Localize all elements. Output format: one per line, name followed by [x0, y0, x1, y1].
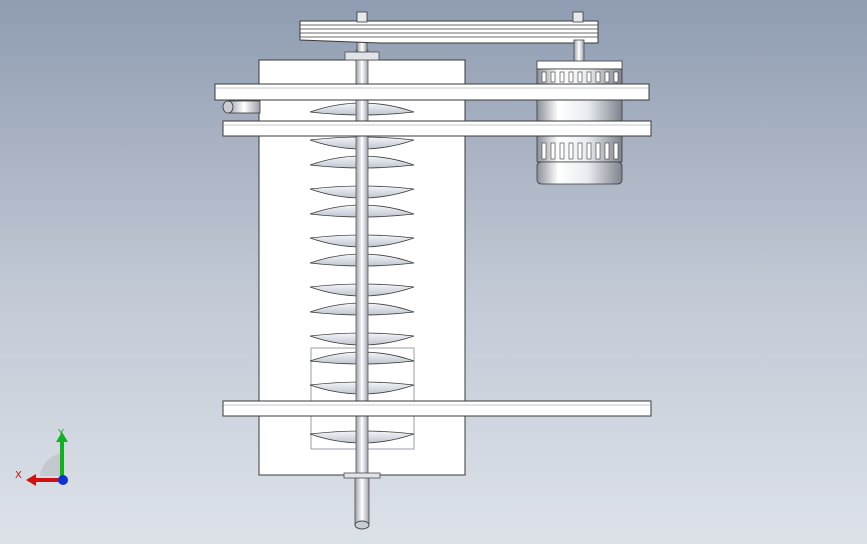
frame-bar-bottom[interactable]	[222, 400, 652, 417]
motor-cooling-fin	[586, 71, 592, 83]
frame-bar-top[interactable]	[214, 83, 650, 101]
reference-triad: Y X	[15, 428, 68, 486]
motor-cooling-fin	[550, 142, 556, 160]
motor-cooling-fin	[568, 142, 574, 160]
frame-bar-middle[interactable]	[222, 120, 652, 137]
triad-z-axis	[58, 475, 68, 485]
motor-cooling-fin	[595, 71, 601, 83]
motor-cooling-fin	[541, 71, 547, 83]
triad-y-label: Y	[57, 428, 65, 439]
motor-cooling-fin	[559, 71, 565, 83]
triad-x-label: X	[15, 470, 22, 481]
bottom-shaft-end	[354, 520, 370, 530]
motor-cooling-fin	[613, 71, 619, 83]
top-bearing	[344, 51, 380, 61]
motor-cooling-fin	[559, 142, 565, 160]
motor-cooling-fin	[613, 142, 619, 160]
inlet-pipe[interactable]	[222, 100, 261, 114]
electric-motor[interactable]	[536, 60, 623, 185]
bottom-bearing	[343, 472, 381, 479]
motor-cooling-fin	[577, 71, 583, 83]
motor-cooling-fin	[577, 142, 583, 160]
belt-drive[interactable]	[299, 11, 599, 44]
bottom-shaft[interactable]	[354, 474, 370, 526]
motor-cooling-fin	[541, 142, 547, 160]
motor-cooling-fin	[604, 142, 610, 160]
motor-cooling-fin	[550, 71, 556, 83]
motor-cooling-fin	[586, 142, 592, 160]
motor-cooling-fin	[604, 71, 610, 83]
motor-cooling-fin	[568, 71, 574, 83]
motor-cooling-fin	[595, 142, 601, 160]
motor-shaft	[573, 39, 585, 63]
